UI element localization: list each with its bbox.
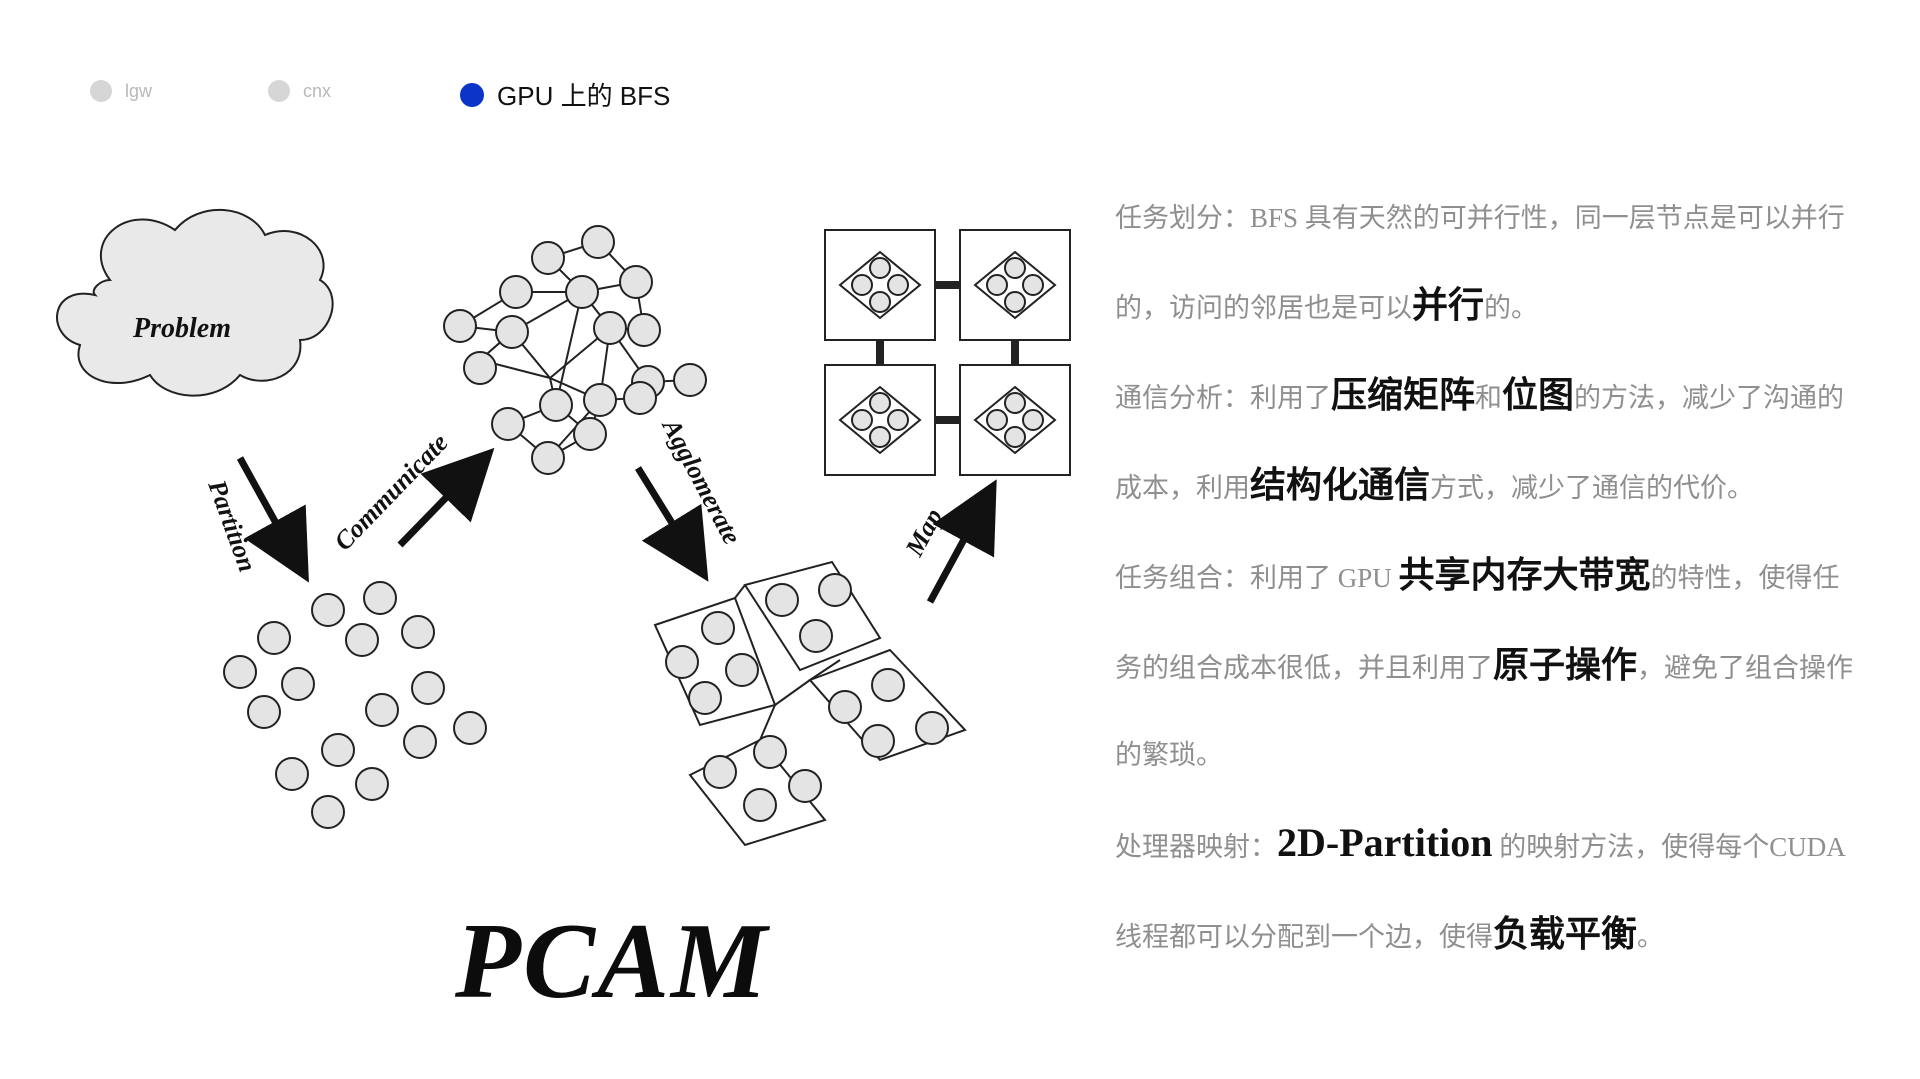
para-tail: 方式，减少了通信的代价。 <box>1430 473 1755 503</box>
partition-label: Partition <box>202 475 262 575</box>
problem-cloud: Problem <box>56 209 334 397</box>
para-label: 通信分析： <box>1115 383 1250 413</box>
nav-dot-icon <box>90 80 112 102</box>
partitioned-tasks <box>223 581 487 829</box>
para-pre: 利用了 <box>1250 383 1331 413</box>
para-tail: ，避免了组合操作的繁琐。 <box>1115 653 1854 770</box>
communicate-arrow <box>397 447 495 548</box>
para-body: BFS 具有天然的可并行性，同一层节点是可以并行的，访问的邻居也是可以 <box>1115 203 1845 323</box>
para-post: 的特性，使得任务的组合成本很低，并且利用了 <box>1115 563 1840 683</box>
nav-item-cnx[interactable]: cnx <box>268 80 331 102</box>
emphasis: 2D-Partition <box>1277 820 1493 865</box>
paragraph-task-partition: 任务划分：BFS 具有天然的可并行性，同一层节点是可以并行的，访问的邻居也是可以… <box>1115 175 1855 352</box>
pcam-title: PCAM <box>455 902 770 1021</box>
nav-dot-icon <box>268 80 290 102</box>
para-label: 任务组合： <box>1115 563 1250 593</box>
communicate-label: Communicate <box>328 428 453 556</box>
emphasis: 并行 <box>1412 285 1485 325</box>
description-panel: 任务划分：BFS 具有天然的可并行性，同一层节点是可以并行的，访问的邻居也是可以… <box>1115 175 1855 981</box>
para-label: 处理器映射： <box>1115 832 1277 862</box>
problem-label: Problem <box>132 313 231 344</box>
emphasis: 位图 <box>1502 375 1575 415</box>
map-label: Map <box>899 504 948 562</box>
para-post: 的方法，减少了沟通的成本，利用 <box>1115 383 1845 503</box>
nav-label: cnx <box>303 80 332 101</box>
paragraph-agglomeration: 任务组合：利用了 GPU 共享内存大带宽的特性，使得任务的组合成本很低，并且利用… <box>1115 532 1855 799</box>
paragraph-communication: 通信分析：利用了压缩矩阵和位图的方法，减少了沟通的成本，利用结构化通信方式，减少… <box>1115 352 1855 532</box>
para-mid: 和 <box>1475 383 1503 413</box>
nav-item-gpu-bfs[interactable]: GPU 上的 BFS <box>460 76 670 113</box>
agglomerate-arrow <box>635 466 709 582</box>
partition-arrow <box>236 456 309 583</box>
nav-label: GPU 上的 BFS <box>497 81 671 111</box>
communication-graph <box>443 225 707 475</box>
nav-label: lgw <box>125 80 153 101</box>
para-post: 的映射方法，使得每个CUDA 线程都可以分配到一个边，使得 <box>1115 832 1845 952</box>
nav-item-lgw[interactable]: lgw <box>90 80 152 102</box>
para-pre: 利用了 GPU <box>1250 563 1399 593</box>
agglomerate-label: Agglomerate <box>656 412 747 549</box>
emphasis: 负载平衡 <box>1493 914 1638 954</box>
emphasis: 原子操作 <box>1493 645 1638 685</box>
paragraph-mapping: 处理器映射：2D-Partition 的映射方法，使得每个CUDA 线程都可以分… <box>1115 799 1855 981</box>
para-label: 任务划分： <box>1115 203 1250 233</box>
agglomerated-tasks <box>653 560 967 847</box>
map-arrow <box>926 479 997 604</box>
emphasis: 共享内存大带宽 <box>1398 555 1651 595</box>
para-tail: 。 <box>1637 922 1665 952</box>
emphasis: 压缩矩阵 <box>1331 375 1476 415</box>
para-tail: 的。 <box>1484 293 1539 323</box>
emphasis: 结构化通信 <box>1250 465 1431 505</box>
processor-grid <box>824 229 1071 476</box>
nav-dot-icon <box>460 82 484 107</box>
pcam-diagram: Problem Partition Communicate Agglomerat… <box>56 209 1071 847</box>
